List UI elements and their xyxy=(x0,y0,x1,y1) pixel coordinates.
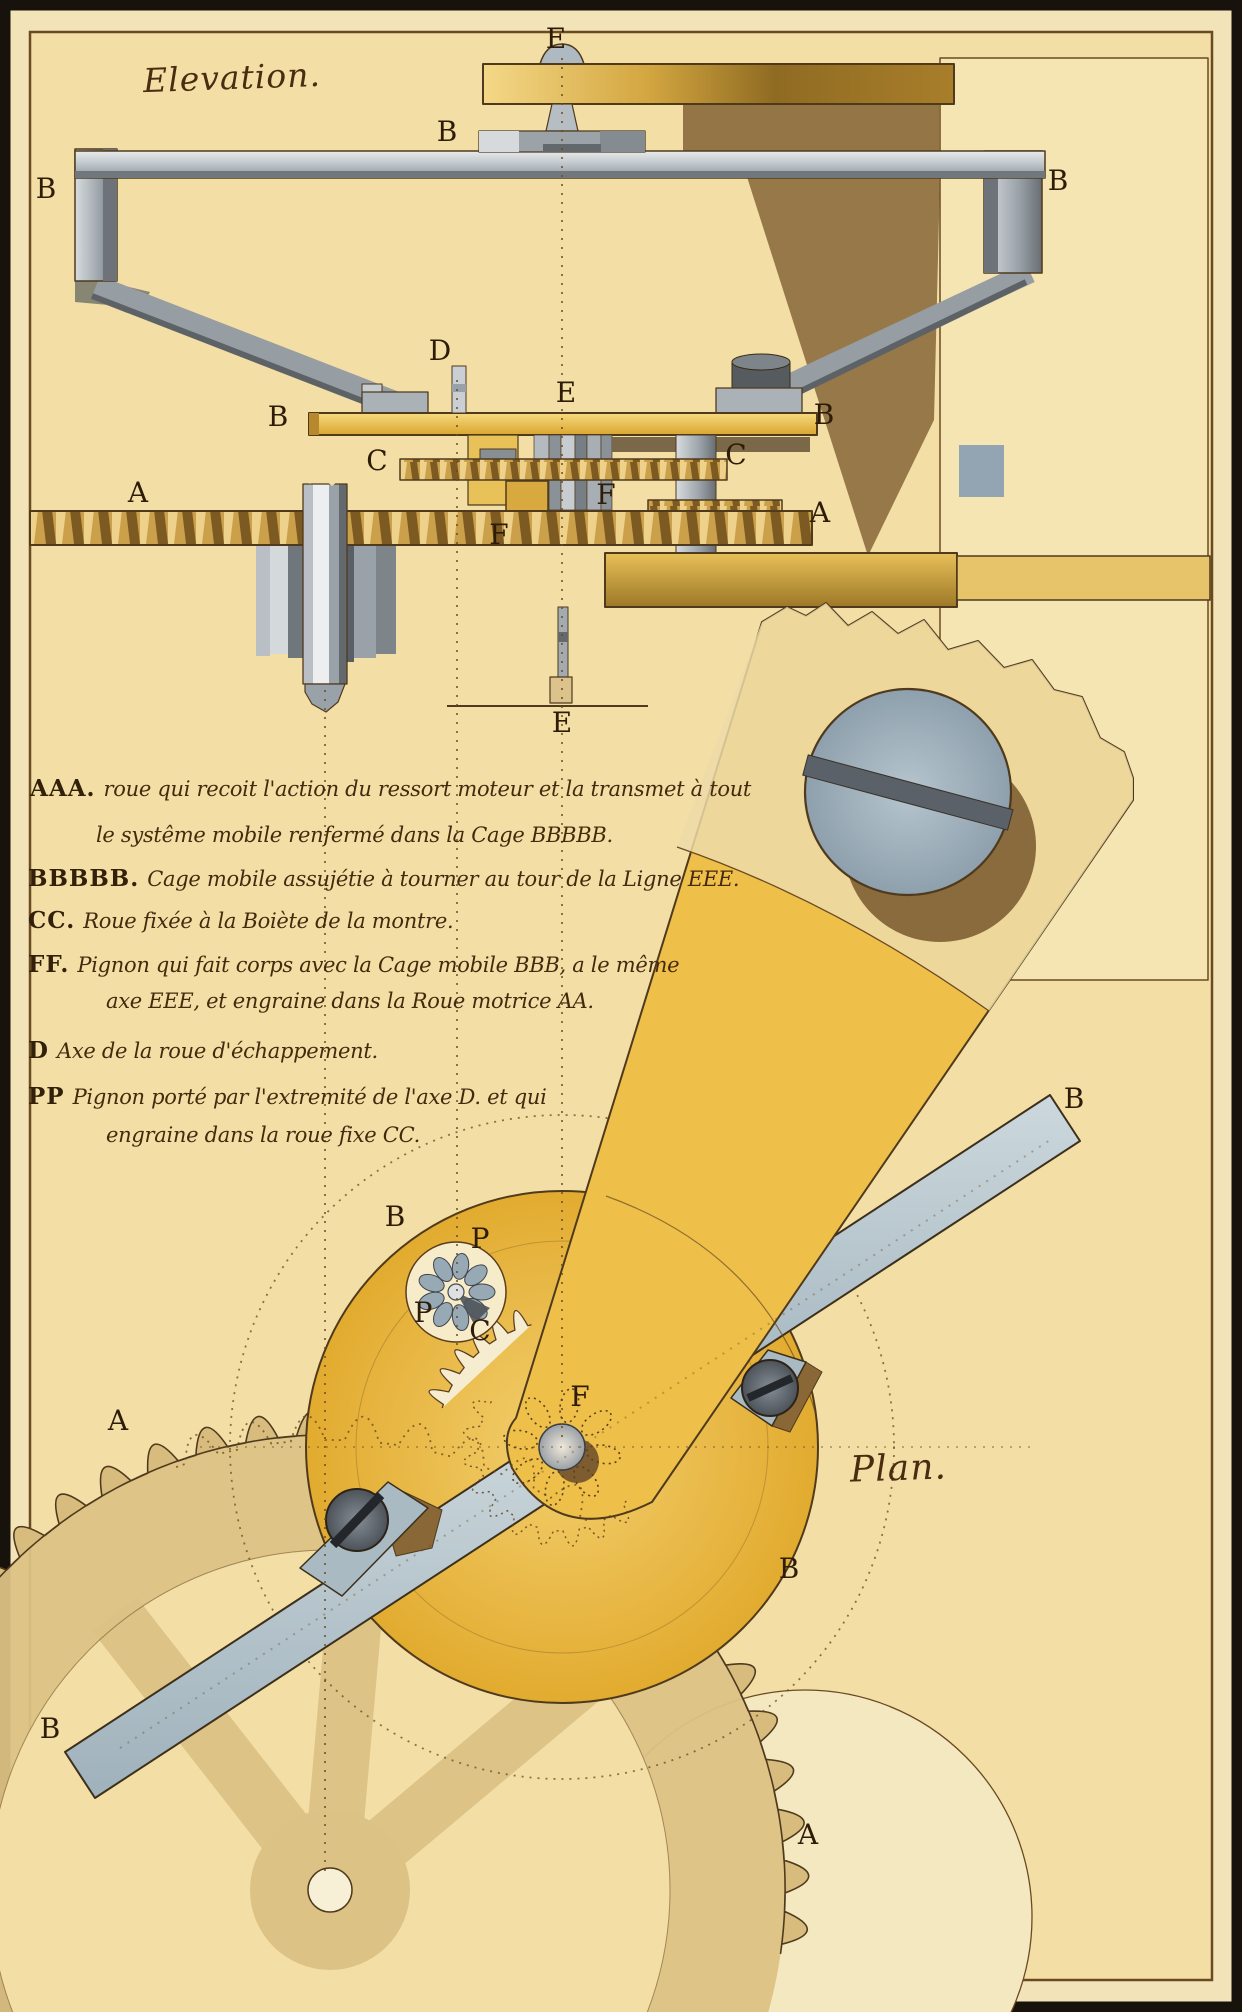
bottom-bridge xyxy=(604,552,958,608)
part-label-P: P xyxy=(414,1296,433,1329)
part-label-B: B xyxy=(385,1200,406,1233)
fixed-wheel-C-pitch-circle xyxy=(229,1114,895,1780)
construction-axes xyxy=(119,58,1051,1876)
right-strut xyxy=(757,262,1035,408)
left-strut xyxy=(92,275,404,415)
part-label-A: A xyxy=(797,1818,819,1851)
pinion-F-assembly xyxy=(502,1387,622,1507)
plan-view xyxy=(0,602,1134,2012)
part-label-B: B xyxy=(814,398,835,431)
part-label-F: F xyxy=(489,518,508,551)
barrel-and-arbor xyxy=(256,470,396,713)
part-label-A: A xyxy=(107,1404,129,1437)
pivot-cone xyxy=(545,103,579,132)
left-screw-assembly xyxy=(299,1481,443,1597)
part-label-P: P xyxy=(471,1222,490,1255)
plan-part-labels: B P P C F B B B A A xyxy=(40,1082,1085,1851)
part-label-B: B xyxy=(779,1552,800,1585)
part-label-E: E xyxy=(556,376,576,409)
cage-plate-B xyxy=(308,412,818,436)
cage-sector xyxy=(505,602,1134,1520)
lower-pivot-E xyxy=(447,606,648,707)
part-label-F: F xyxy=(570,1380,589,1413)
shadow-band xyxy=(683,104,940,151)
part-label-C: C xyxy=(366,444,387,477)
pinion-P-assembly xyxy=(405,1241,507,1343)
left-strut-foot xyxy=(361,391,429,415)
wheel-A-center-hole xyxy=(307,1867,353,1913)
cage-frame-B xyxy=(74,148,1046,417)
part-label-A: A xyxy=(127,476,149,509)
part-label-B: B xyxy=(437,115,458,148)
part-label-C: C xyxy=(469,1314,490,1347)
part-label-F: F xyxy=(596,478,615,511)
part-label-E: E xyxy=(546,22,566,55)
top-bridge xyxy=(478,43,955,153)
part-label-D: D xyxy=(429,334,451,367)
part-label-C: C xyxy=(725,438,746,471)
drive-wheel-A-section xyxy=(29,510,813,546)
part-label-B: B xyxy=(1048,164,1069,197)
elevation-part-labels: E B B B D E B B C C A A F F E xyxy=(36,22,1069,739)
base-beam xyxy=(956,555,1211,601)
pivot-dome-E xyxy=(539,43,585,65)
part-label-B: B xyxy=(36,172,57,205)
centre-pivot-F xyxy=(538,1423,586,1471)
fixed-wheel-C-section xyxy=(399,458,728,481)
plate-aperture xyxy=(959,445,1004,497)
part-label-B: B xyxy=(1064,1082,1085,1115)
elevation-view xyxy=(29,43,1211,981)
right-screw-assembly xyxy=(730,1349,823,1433)
part-label-E: E xyxy=(552,706,572,739)
part-label-A: A xyxy=(809,496,831,529)
right-strut-foot xyxy=(715,387,803,414)
part-label-B: B xyxy=(40,1712,61,1745)
part-label-B: B xyxy=(268,400,289,433)
